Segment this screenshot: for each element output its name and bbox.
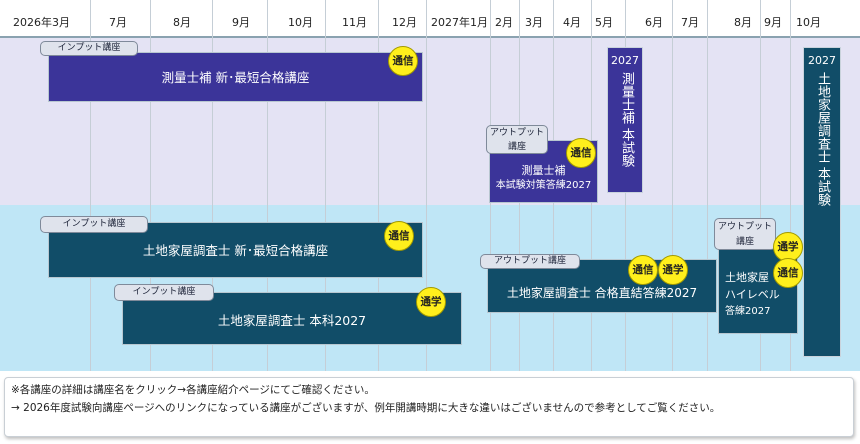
timeline-header: 2026年3月 7月 8月 9月 10月 11月 12月 2027年1月 2月 … [0, 0, 860, 38]
month-label: 2月 [495, 16, 513, 29]
course-title-line1: 土地家屋 [725, 271, 769, 284]
output-course-tag: アウトプット 講座 [714, 218, 776, 250]
month-label: 4月 [563, 16, 581, 29]
month-divider [760, 0, 761, 371]
note-line: → 2026年度試験向講座ページへのリンクになっている講座がございますが、例年開… [11, 402, 721, 414]
input-course-tag: インプット講座 [114, 284, 214, 301]
month-divider [90, 0, 91, 371]
correspondence-badge: 通信 [384, 221, 414, 251]
month-label: 8月 [173, 16, 191, 29]
month-label: 8月 [734, 16, 752, 29]
correspondence-badge: 通信 [388, 46, 418, 76]
tag-line2: 講座 [507, 142, 526, 152]
month-label: 7月 [681, 16, 699, 29]
month-label: 12月 [392, 16, 417, 29]
month-label: 10月 [288, 16, 313, 29]
classroom-badge: 通学 [658, 255, 688, 285]
correspondence-badge: 通信 [566, 138, 596, 168]
month-label: 3月 [525, 16, 543, 29]
month-divider [426, 0, 427, 371]
month-label: 10月 [796, 16, 821, 29]
tag-line1: アウトプット [489, 128, 544, 138]
exam-tochi[interactable]: 2027 土地家屋調査士 本試験 [803, 47, 841, 357]
output-course-tag: アウトプット講座 [480, 254, 580, 269]
notes-panel: ※各講座の詳細は講座名をクリック→各講座紹介ページにてご確認ください。 → 20… [4, 377, 854, 437]
correspondence-badge: 通信 [628, 255, 658, 285]
input-course-tag: インプット講座 [40, 41, 138, 56]
month-divider [707, 0, 708, 371]
course-title: 土地家屋調査士 合格直結答練2027 [506, 286, 698, 300]
month-label: 7月 [109, 16, 127, 29]
month-label: 5月 [595, 16, 613, 29]
exam-year: 2027 [808, 54, 836, 67]
exam-title: 土地家屋調査士 本試験 [815, 72, 830, 207]
month-label: 2027年1月 [431, 16, 488, 29]
month-label: 2026年3月 [13, 16, 70, 29]
output-course-tag: アウトプット 講座 [486, 125, 548, 154]
exam-sokuryo[interactable]: 2027 測量士補 本試験 [607, 47, 643, 193]
note-line: ※各講座の詳細は講座名をクリック→各講座紹介ページにてご確認ください。 [11, 384, 375, 396]
month-divider [672, 0, 673, 371]
tag-line2: 講座 [735, 237, 754, 247]
course-title-line2: ハイレベル [725, 288, 780, 301]
course-title-line2: 本試験対策答練2027 [495, 180, 592, 191]
exam-year: 2027 [611, 54, 639, 67]
month-label: 6月 [645, 16, 663, 29]
course-title: 測量士補 新･最短合格講座 [161, 70, 310, 85]
course-title: 土地家屋調査士 本科2027 [217, 313, 367, 328]
course-title: 土地家屋調査士 新･最短合格講座 [142, 243, 329, 258]
month-divider [378, 0, 379, 371]
input-course-tag: インプット講座 [40, 216, 148, 233]
classroom-badge: 通学 [773, 232, 803, 262]
course-title-line1: 測量士補 [521, 164, 566, 177]
month-label: 11月 [342, 16, 367, 29]
month-divider [267, 0, 268, 371]
month-label: 9月 [232, 16, 250, 29]
correspondence-badge: 通信 [773, 258, 803, 288]
month-divider [325, 0, 326, 371]
tag-line1: アウトプット [717, 222, 772, 232]
month-divider [790, 0, 791, 371]
month-divider [212, 0, 213, 371]
course-title-line3: 答練2027 [725, 306, 771, 317]
exam-title: 測量士補 本試験 [619, 72, 634, 168]
course-sokuryo-saitan[interactable]: 測量士補 新･最短合格講座 [48, 52, 423, 102]
month-label: 9月 [764, 16, 782, 29]
month-divider [150, 0, 151, 371]
classroom-badge: 通学 [416, 287, 446, 317]
